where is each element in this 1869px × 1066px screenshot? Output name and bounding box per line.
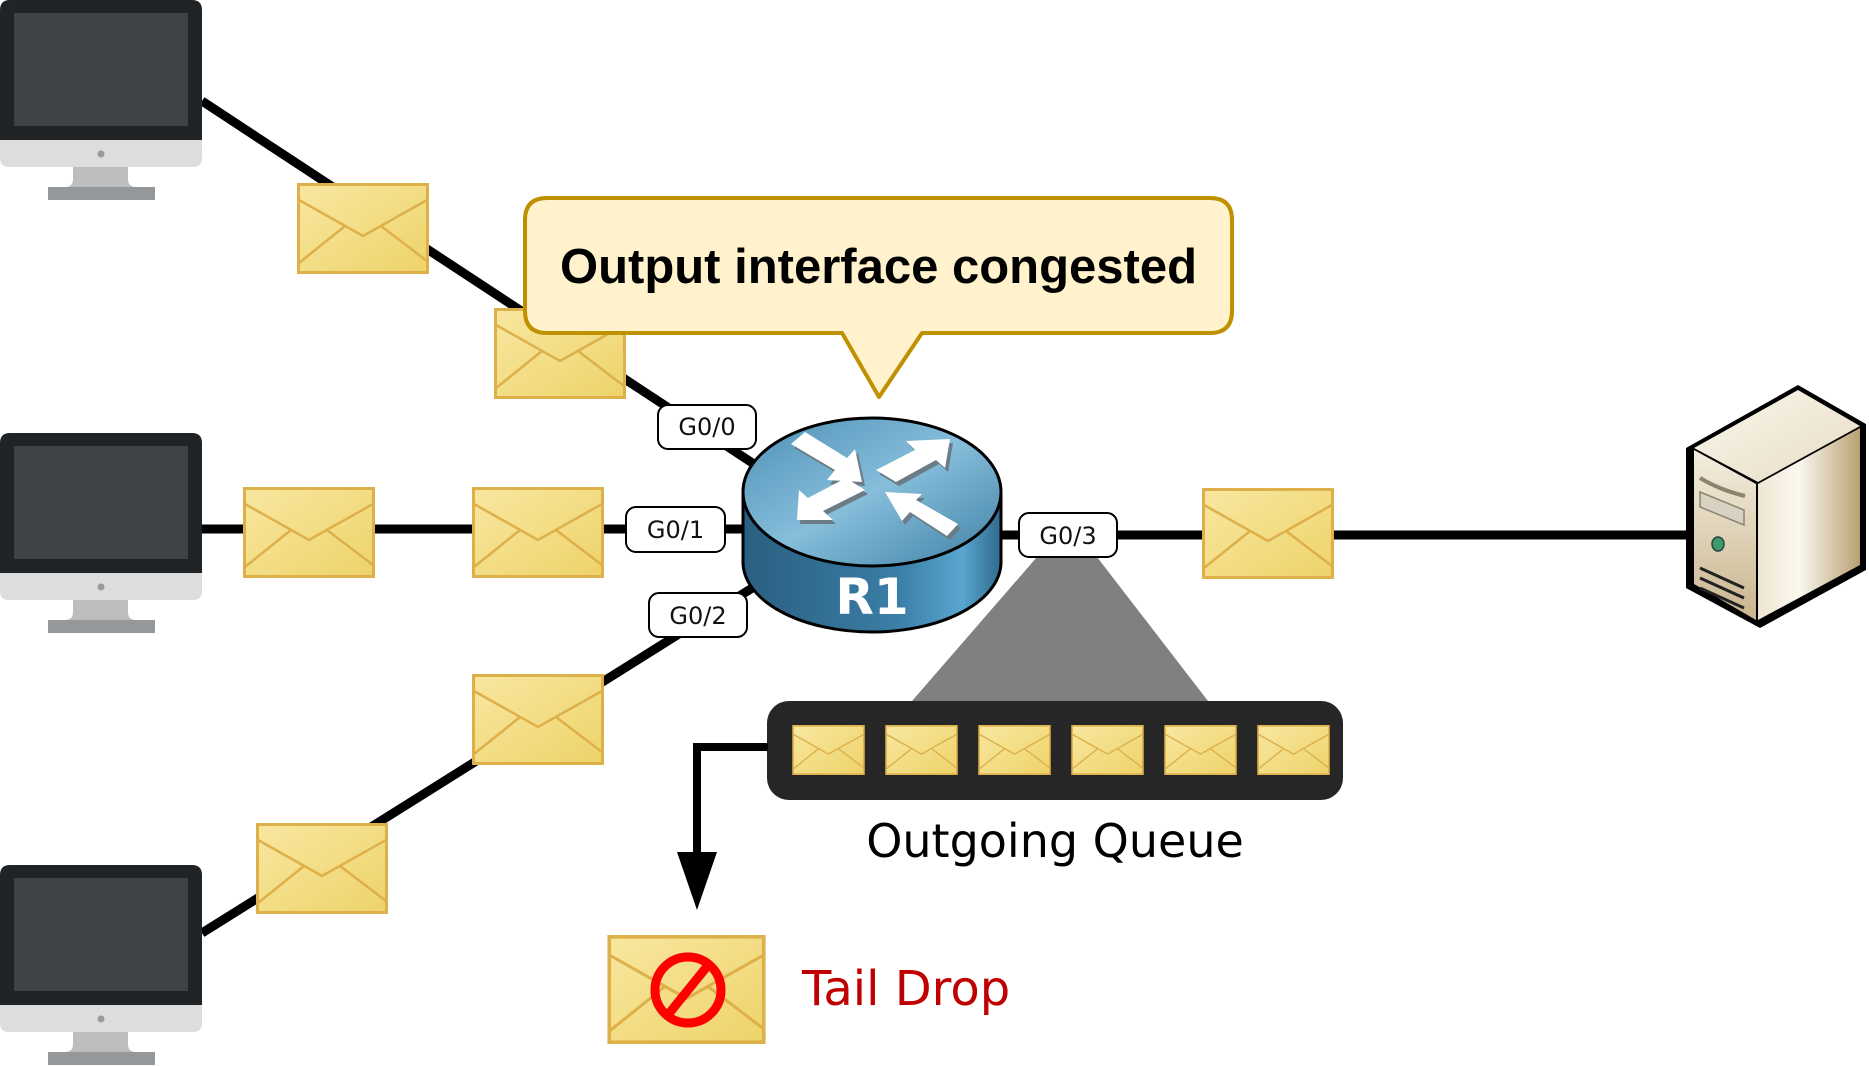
- packet-envelope-icon: [472, 487, 604, 578]
- port-label-g0-2: G0/2: [648, 592, 748, 638]
- port-label-g0-0: G0/0: [657, 404, 757, 450]
- queued-packet-envelope-icon: [1071, 725, 1144, 775]
- queued-packet-envelope-icon: [978, 725, 1051, 775]
- pc-bottom-icon[interactable]: [0, 865, 202, 1065]
- port-label-g0-1: G0/1: [625, 506, 726, 553]
- prohibited-icon: [650, 952, 726, 1028]
- outgoing-queue: Outgoing Queue: [767, 701, 1343, 868]
- pc-middle-icon[interactable]: [0, 433, 202, 633]
- packet-envelope-icon: [472, 674, 604, 765]
- port-label-text: G0/0: [678, 413, 735, 441]
- port-label-text: G0/2: [669, 602, 726, 630]
- router-name: R1: [835, 568, 908, 626]
- drop-arrow-head-icon: [677, 852, 717, 910]
- tail-drop: Tail Drop: [607, 743, 1010, 1044]
- port-label-text: G0/1: [647, 516, 704, 544]
- router-arrows-icon: [791, 432, 961, 540]
- port-label-text: G0/3: [1039, 522, 1096, 550]
- queued-packet-envelope-icon: [1164, 725, 1237, 775]
- queued-packet-envelope-icon: [885, 725, 958, 775]
- queue-label: Outgoing Queue: [866, 814, 1244, 868]
- packet-envelope-icon: [243, 487, 375, 578]
- port-label-g0-3: G0/3: [1018, 512, 1118, 558]
- congestion-callout: Output interface congested: [523, 196, 1234, 399]
- router-r1[interactable]: R1: [741, 416, 1003, 634]
- packet-envelope-icon: [256, 823, 388, 914]
- packet-envelope-icon: [1202, 488, 1334, 579]
- queue-funnel: [912, 557, 1208, 701]
- pc-top-icon[interactable]: [0, 0, 202, 200]
- callout-text: Output interface congested: [560, 240, 1197, 294]
- queued-packet-envelope-icon: [1257, 725, 1330, 775]
- drop-arrow-line: [693, 743, 768, 858]
- queued-packet-envelope-icon: [792, 725, 865, 775]
- server-icon[interactable]: [1686, 385, 1866, 628]
- packet-envelope-icon: [297, 183, 429, 274]
- tail-drop-label: Tail Drop: [801, 961, 1010, 1017]
